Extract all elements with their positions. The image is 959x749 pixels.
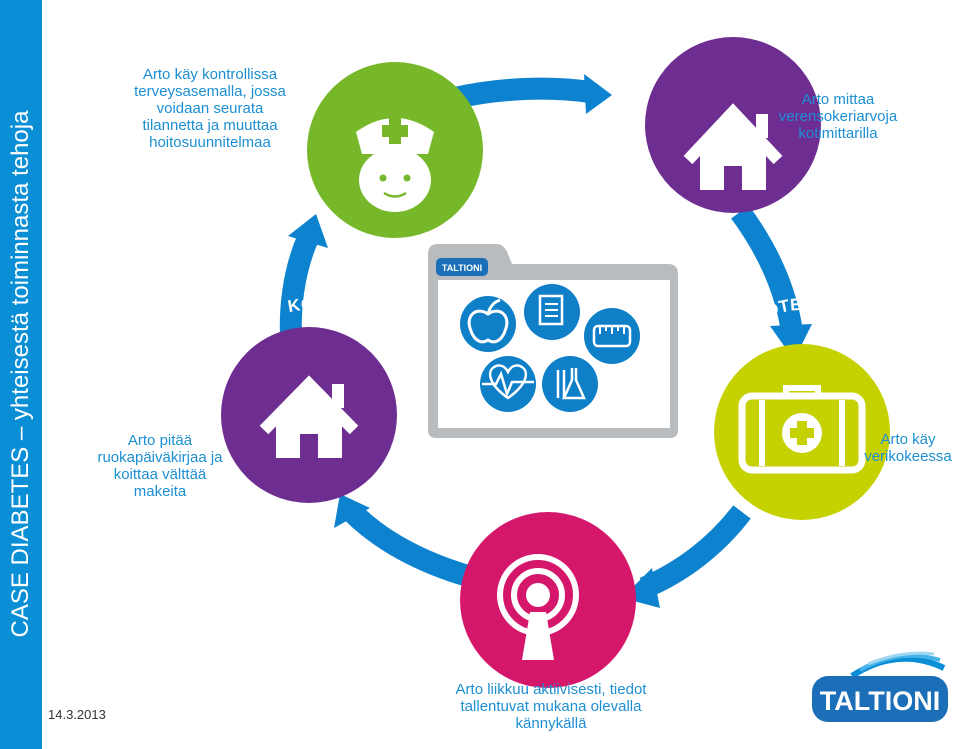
caption-koti-left: Arto pitää ruokapäiväkirjaa ja koittaa v… (80, 432, 240, 500)
first-aid-kit-icon (738, 385, 866, 474)
tape-measure-icon (584, 308, 640, 364)
lab-flask-icon (542, 356, 598, 412)
arrow-tk-to-koti (452, 74, 612, 114)
node-terveyskeskus: TERVEYSKESKUS (307, 37, 483, 238)
taltioni-logo: TALTIONI (812, 651, 948, 722)
node-koti-left-label: KOTI (286, 295, 332, 316)
house-icon (259, 375, 359, 458)
cycle-arrows (279, 74, 812, 608)
caption-koti-top: Arto mittaa verensokeriarvoja kotimittar… (748, 91, 928, 142)
node-lenkkipolku: LENKKIPOLKU (460, 473, 636, 688)
caption-line: tilannetta ja muuttaa (142, 117, 278, 134)
apple-icon (460, 296, 516, 352)
caption-line: Arto liikkuu aktiivisesti, tiedot (455, 681, 647, 698)
sidebar: CASE DIABETES – yhteisestä toiminnasta t… (0, 0, 42, 749)
heartbeat-icon (480, 356, 536, 412)
slide-date: 14.3.2013 (48, 707, 106, 722)
caption-line: kotimittarilla (798, 125, 878, 142)
caption-line: Arto käy (880, 431, 936, 448)
caption-line: tallentuvat mukana olevalla (460, 698, 642, 715)
node-koti-left: KOTI (221, 295, 397, 503)
node-tyoterveys: TYÖTERVEYS (714, 295, 890, 520)
caption-line: Arto pitää (127, 432, 193, 449)
house-icon (683, 103, 783, 190)
taltioni-folder: TALTIONI (428, 244, 678, 438)
node-lenkkipolku-label: LENKKIPOLKU (482, 473, 613, 513)
folder-logo-text: TALTIONI (442, 263, 482, 273)
folder-tab-logo: TALTIONI (436, 258, 488, 276)
logo-text: TALTIONI (820, 686, 940, 716)
caption-line: kännykällä (515, 715, 587, 732)
caption-line: hoitosuunnitelmaa (149, 134, 271, 151)
arrow-tyoterveys-to-lenkkipolku (622, 505, 751, 608)
caption-line: voidaan seurata (156, 100, 264, 117)
caption-line: makeita (133, 483, 187, 500)
caption-line: ruokapäiväkirjaa ja (97, 449, 223, 466)
node-koti-top-label: KOTI (710, 5, 756, 26)
caption-lenkkipolku: Arto liikkuu aktiivisesti, tiedot tallen… (412, 681, 690, 732)
arrow-koti-to-tyoterveys (731, 205, 812, 360)
caption-line: terveysasemalla, jossa (134, 83, 286, 100)
caption-line: Arto mittaa (801, 91, 875, 108)
caption-line: Arto käy kontrollissa (142, 66, 278, 83)
caption-line: koittaa välttää (113, 466, 207, 483)
caption-tyoterveys: Arto käy verikokeessa (858, 431, 958, 465)
caption-line: verensokeriarvoja (778, 108, 898, 125)
arrow-lenkkipolku-to-koti (334, 494, 472, 587)
document-icon (524, 284, 580, 340)
broadcast-icon (497, 554, 579, 660)
node-koti-top: KOTI (645, 5, 821, 213)
nurse-icon (356, 118, 434, 212)
caption-line: verikokeessa (864, 448, 952, 465)
caption-terveyskeskus: Arto käy kontrollissa terveysasemalla, j… (112, 66, 308, 151)
